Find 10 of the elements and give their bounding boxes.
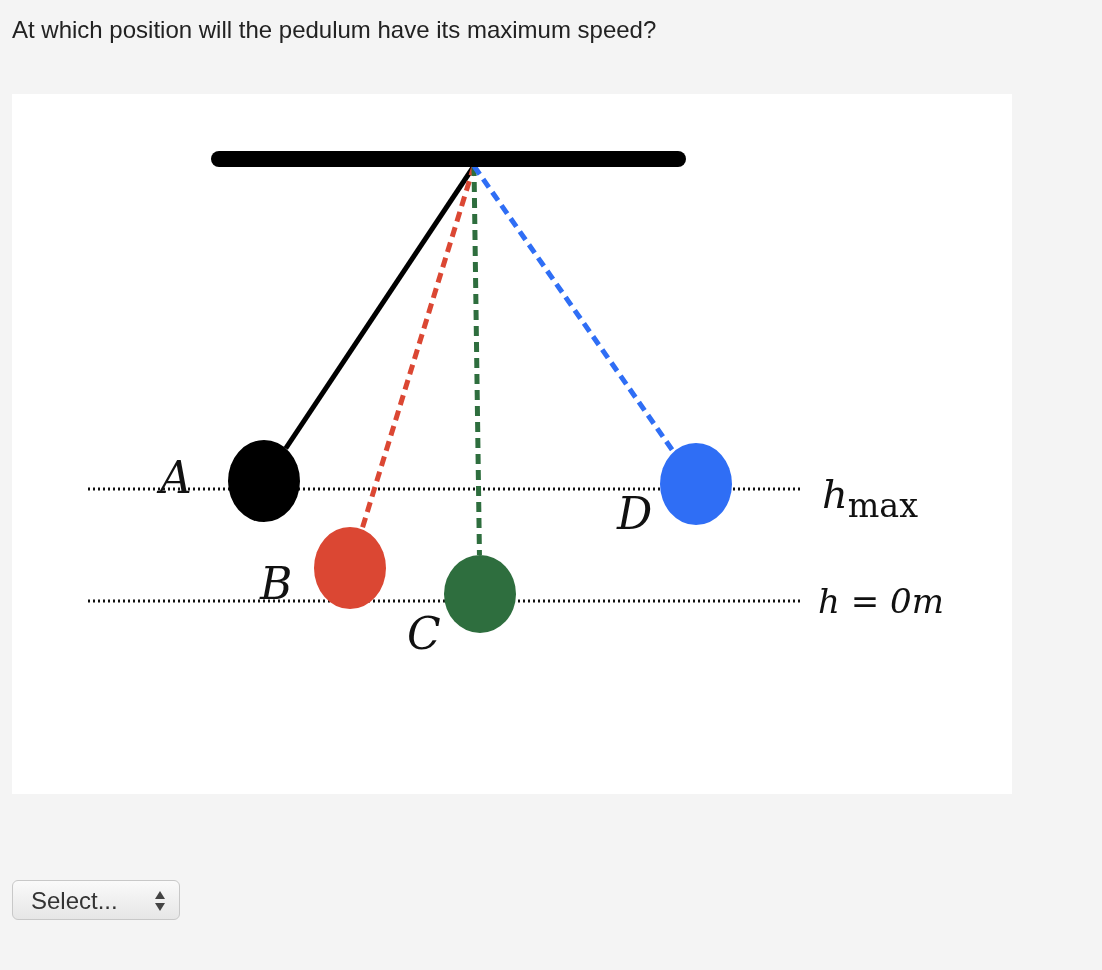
- select-dropdown: Select...: [12, 880, 180, 920]
- question-text: At which position will the pedulum have its maximum speed?: [12, 16, 657, 44]
- height-label: h$_{max}$: [822, 474, 919, 523]
- position-label: C: [407, 612, 441, 656]
- dashed-string: [471, 164, 676, 454]
- support-bar: [211, 151, 686, 167]
- position-label: B: [260, 562, 293, 606]
- dashed-string: [471, 165, 482, 556]
- position-label: D: [617, 492, 653, 536]
- height-label: h = 0m: [818, 584, 944, 618]
